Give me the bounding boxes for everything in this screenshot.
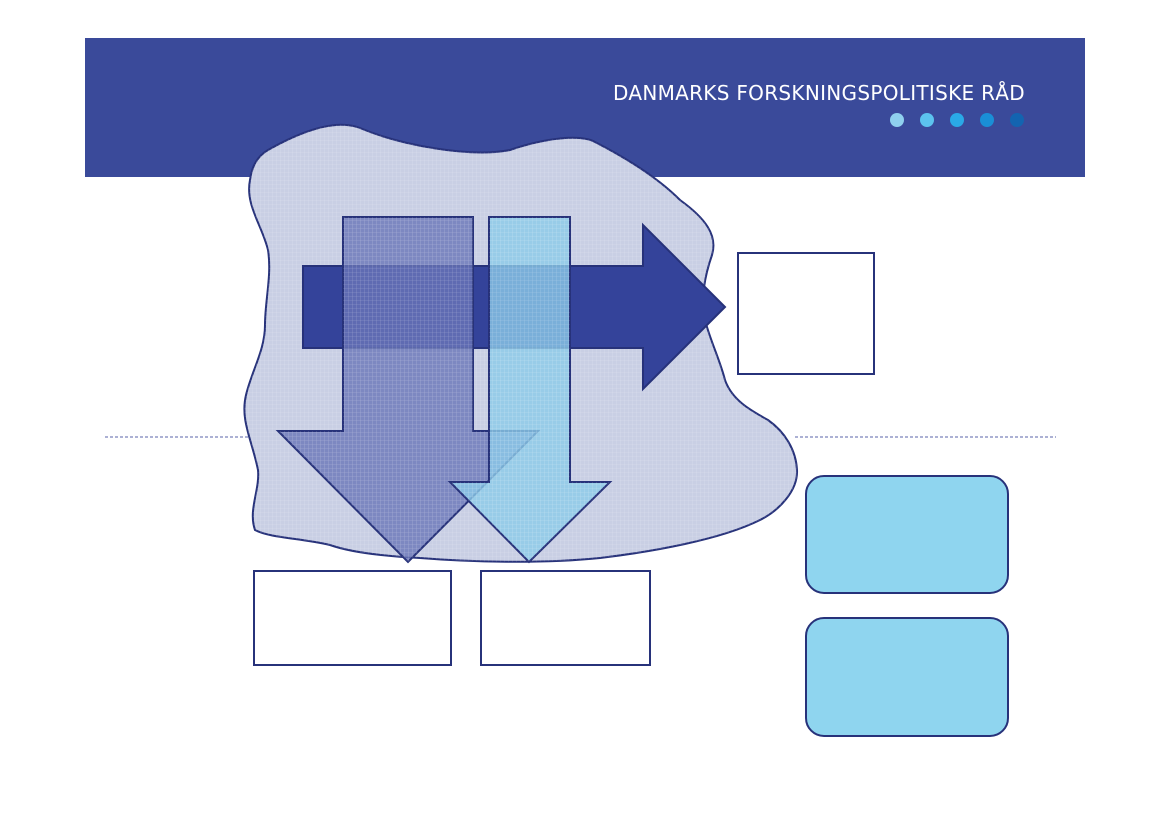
org-name: DANMARKS FORSKNINGSPOLITISKE RÅD [613,81,1025,105]
rounded-box-lower [805,617,1009,737]
dot-5 [1010,113,1024,127]
dot-4 [980,113,994,127]
rounded-box-upper [805,475,1009,594]
box-bottom-middle [480,570,651,666]
dot-2 [920,113,934,127]
box-bottom-left [253,570,452,666]
light-down-arrow [447,216,613,564]
header-dots [890,113,1024,127]
dot-3 [950,113,964,127]
dot-1 [890,113,904,127]
box-right-target [737,252,875,375]
dark-down-arrow [275,216,541,564]
